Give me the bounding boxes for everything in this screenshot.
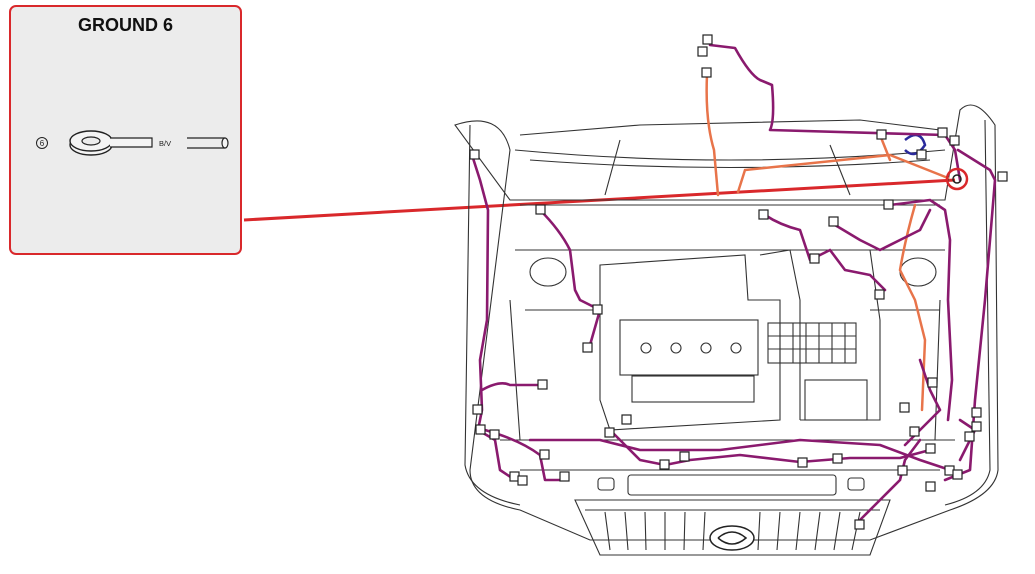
connectors: [469, 34, 1008, 530]
vehicle-outline: [454, 104, 999, 556]
ground-callout-box: GROUND 6 6 B/V: [9, 5, 242, 255]
ring-terminal-icon: [69, 130, 153, 156]
callout-terminal-drawing: 6 B/V: [36, 130, 229, 156]
ref-number-circle: [36, 137, 48, 149]
ground-6-location: [945, 167, 969, 191]
harness-orange: [705, 73, 950, 412]
ref-number: 6: [40, 139, 45, 148]
harness-main: [470, 43, 997, 522]
wire-code-label: B/V: [159, 139, 171, 148]
wire-end-icon: [187, 137, 229, 149]
engine-cylinders: [640, 342, 742, 354]
grille-badge-icon: [709, 525, 755, 551]
harness-blue: [904, 133, 927, 156]
callout-title: GROUND 6: [77, 15, 173, 35]
